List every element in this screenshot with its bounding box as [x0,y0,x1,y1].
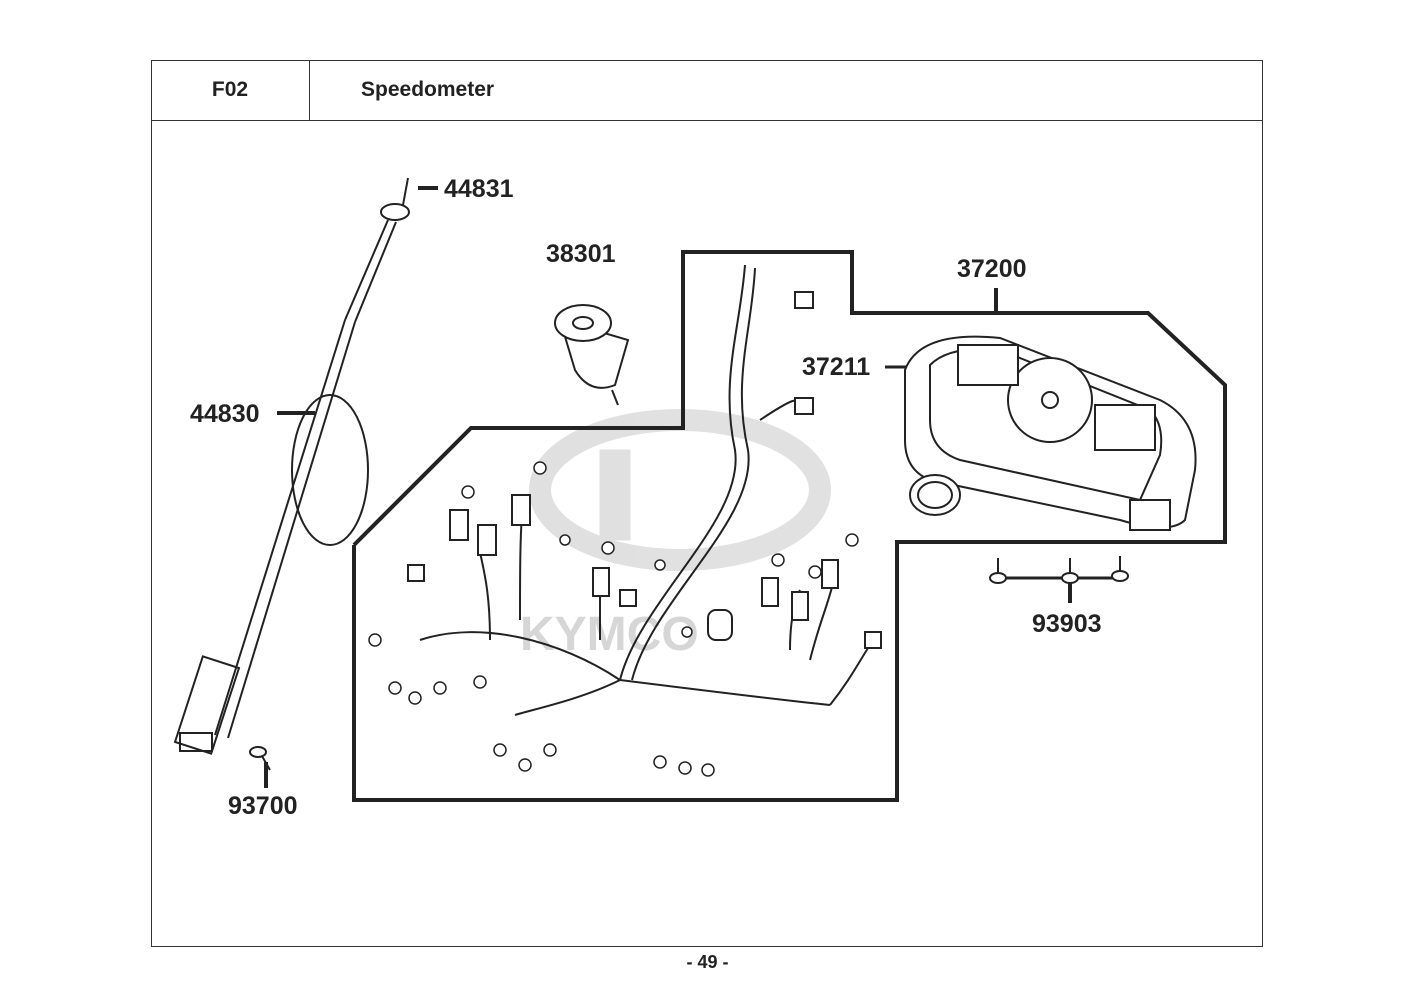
part-label-93903: 93903 [1032,610,1102,638]
part-label-38301: 38301 [546,240,616,268]
harness-sockets [407,291,882,649]
screws-93903-drawing [989,556,1129,603]
section-code: F02 [151,60,310,121]
page-number: - 49 - [686,952,729,972]
diagram-frame [151,60,1263,947]
kymco-watermark-logo [529,409,831,571]
speedometer-cable-drawing [173,177,410,755]
harness-group-outline [352,250,1227,802]
harness-bulbs-and-screws [368,461,859,777]
watermark-text: KYMCO [520,608,699,661]
part-label-37200: 37200 [957,255,1027,283]
part-label-37211: 37211 [802,353,871,381]
wiring-harness-drawing [419,264,871,716]
part-label-93700: 93700 [228,792,298,820]
part-label-44830: 44830 [190,400,260,428]
part-label-44831: 44831 [444,175,514,203]
instrument-cluster-37211-drawing [904,335,1197,531]
section-title: Speedometer [310,60,1263,121]
switch-38301-drawing [554,304,630,406]
